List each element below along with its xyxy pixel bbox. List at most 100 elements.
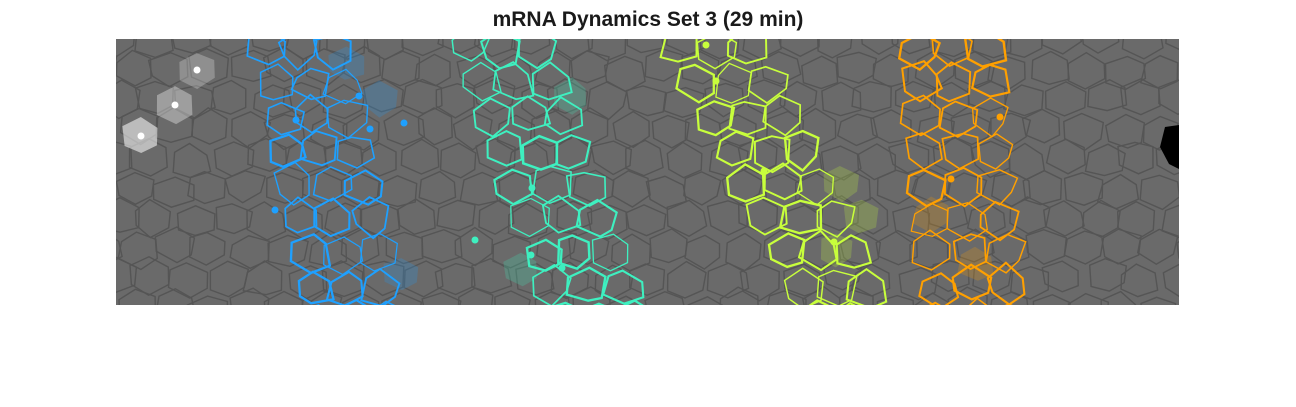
highlighted-cell xyxy=(554,77,587,115)
cell-outline xyxy=(1117,141,1154,175)
cell-outline xyxy=(1158,79,1179,116)
cell-outline xyxy=(1104,55,1147,91)
band-lime-cell xyxy=(715,130,755,167)
cell-outline xyxy=(916,115,955,151)
band-orange-cell xyxy=(918,272,960,305)
cell-outline xyxy=(1041,39,1083,55)
band-lime-cell xyxy=(767,232,806,269)
cell-outline xyxy=(1021,108,1061,144)
cell-outline xyxy=(1082,39,1120,54)
cell-outline xyxy=(550,261,590,300)
cell-outline xyxy=(366,39,404,61)
band-orange-cell xyxy=(951,263,993,301)
band-blue-cell xyxy=(325,270,364,305)
cell-outline xyxy=(742,39,783,60)
cell-outline xyxy=(361,142,397,177)
mrna-spot xyxy=(400,119,408,127)
cell-outline xyxy=(817,39,853,59)
band-orange-cell xyxy=(963,39,1008,68)
band-orange-cell xyxy=(977,133,1014,170)
band-orange-cell xyxy=(970,63,1011,98)
cell-outline xyxy=(381,50,421,87)
cell-outline xyxy=(116,238,123,261)
band-teal-cell xyxy=(531,165,572,205)
band-teal-cell xyxy=(565,171,607,207)
cell-outline xyxy=(651,114,690,149)
cell-outline xyxy=(510,39,551,55)
band-teal-cell xyxy=(565,266,607,302)
cell-outline xyxy=(950,112,991,146)
cell-outline xyxy=(459,171,501,206)
cell-outline xyxy=(326,39,366,60)
band-blue-cell xyxy=(269,133,307,168)
cell-outline xyxy=(766,110,805,151)
cell-outline xyxy=(224,170,267,204)
cell-outline xyxy=(1088,257,1128,292)
band-lime-cell xyxy=(747,65,789,105)
band-blue-cell xyxy=(266,101,306,136)
cell-outline xyxy=(836,113,879,147)
cell-outline xyxy=(383,109,426,147)
cell-outline xyxy=(1176,241,1179,259)
band-lime-cell xyxy=(835,234,873,269)
cell-outline xyxy=(471,257,513,294)
cell-outline xyxy=(229,235,270,270)
cell-outline xyxy=(191,106,228,145)
cell-outline xyxy=(1043,200,1085,237)
cell-outline xyxy=(321,260,364,298)
cell-outline xyxy=(684,234,721,270)
cell-outline xyxy=(1136,228,1179,266)
cell-outline xyxy=(116,171,155,206)
band-orange-cell xyxy=(986,261,1026,305)
cell-outline xyxy=(397,198,436,236)
band-teal-cell xyxy=(557,234,591,270)
cell-outline xyxy=(892,205,931,244)
mrna-spot xyxy=(760,167,768,175)
cell-outline xyxy=(767,290,807,305)
cell-outline xyxy=(801,55,839,90)
cell-outline xyxy=(209,39,250,56)
cell-outline xyxy=(1119,78,1161,116)
cell-outline xyxy=(1120,263,1159,298)
cell-outline xyxy=(494,290,532,305)
cell-outline xyxy=(401,39,444,57)
cell-outline xyxy=(242,260,283,296)
cell-outline xyxy=(876,169,920,205)
cell-outline xyxy=(452,112,493,151)
band-blue-cell xyxy=(312,39,352,71)
cell-outline xyxy=(856,143,897,181)
highlighted-cell xyxy=(843,199,879,234)
mrna-spot xyxy=(271,206,279,214)
bright-spot xyxy=(171,101,179,109)
mrna-spot xyxy=(292,116,300,124)
cell-outline xyxy=(381,292,423,305)
band-teal-cell xyxy=(486,129,523,167)
band-teal-cell xyxy=(531,61,573,101)
cell-outline xyxy=(990,291,1029,305)
cell-outline xyxy=(836,51,878,84)
band-orange-cell xyxy=(976,169,1019,206)
band-blue-cell xyxy=(312,166,353,202)
mrna-spot xyxy=(528,184,536,192)
cell-outline xyxy=(246,201,287,241)
cell-outline xyxy=(116,49,152,87)
cell-outline xyxy=(1063,230,1105,265)
highlighted-cell xyxy=(912,196,949,233)
cell-outline xyxy=(1031,50,1070,86)
cell-outline xyxy=(666,260,707,299)
highlighted-cell xyxy=(957,246,994,281)
cell-outline xyxy=(625,204,667,237)
band-teal-cell xyxy=(541,194,582,234)
cell-outline xyxy=(403,260,444,298)
cell-outline xyxy=(875,229,918,266)
band-blue-cell xyxy=(284,196,318,234)
cell-outline xyxy=(118,288,156,305)
cell-outline xyxy=(116,55,118,64)
cell-outline xyxy=(569,107,609,146)
cell-outline xyxy=(955,228,995,263)
band-teal-cell xyxy=(510,197,550,238)
cell-outline xyxy=(737,137,778,175)
band-blue-cell xyxy=(313,197,351,238)
cell-outline xyxy=(888,141,930,174)
band-orange-cell xyxy=(943,166,983,208)
